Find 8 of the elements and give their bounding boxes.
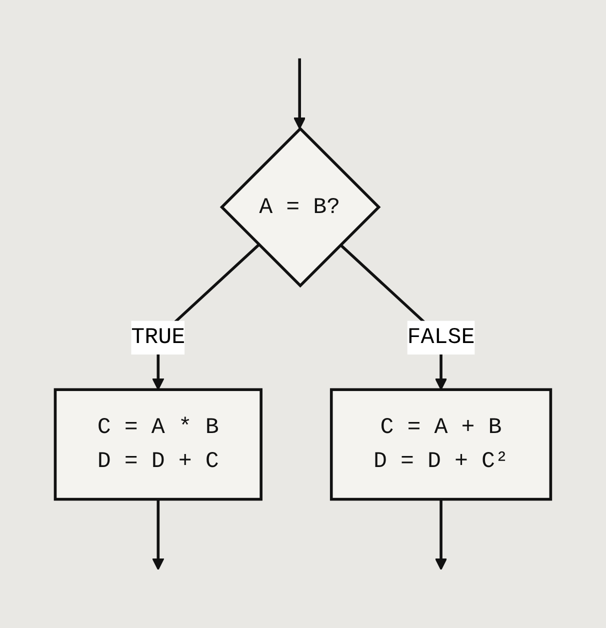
node-box [54,388,263,501]
node-box [330,388,552,501]
arrow [152,499,164,570]
node-diamond [220,126,381,288]
arrow [293,58,306,130]
edge-label: TRUE [131,324,186,350]
arrow [434,499,448,570]
edge-label: FALSE [407,324,475,350]
